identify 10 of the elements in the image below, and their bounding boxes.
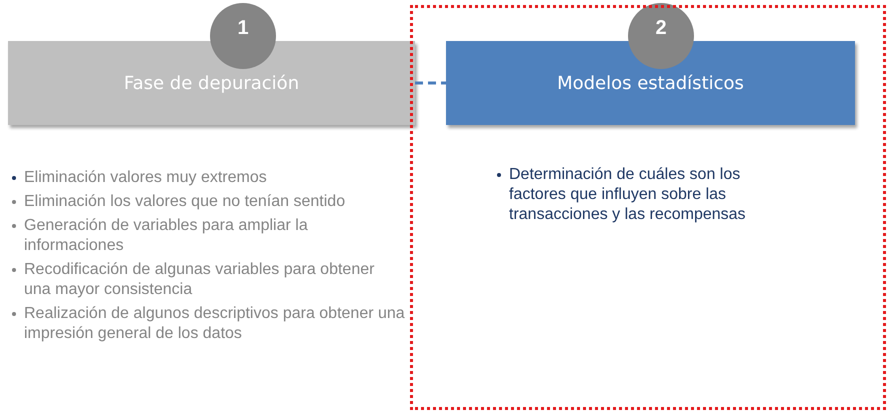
bullet-text: Recodificación de algunas variables para obtener una mayor consistencia bbox=[24, 261, 374, 298]
bullet-text: Determinación de cuáles son los factores que influyen sobre las transacciones y las recompensas bbox=[509, 166, 746, 223]
process-box: Modelos estadísticos bbox=[446, 41, 855, 125]
bullet-text: Eliminación los valores que no tenían sentido bbox=[24, 193, 346, 210]
bullet-text: Eliminación valores muy extremos bbox=[24, 169, 267, 186]
connector-line bbox=[415, 82, 446, 84]
bullet-text: Realización de algunos descriptivos para obtener una impresión general de los datos bbox=[24, 305, 405, 342]
bullet-text: Generación de variables para ampliar la informaciones bbox=[24, 217, 308, 254]
process-box: Fase de depuración bbox=[8, 41, 415, 125]
step-number-circle: 1 bbox=[210, 3, 276, 69]
